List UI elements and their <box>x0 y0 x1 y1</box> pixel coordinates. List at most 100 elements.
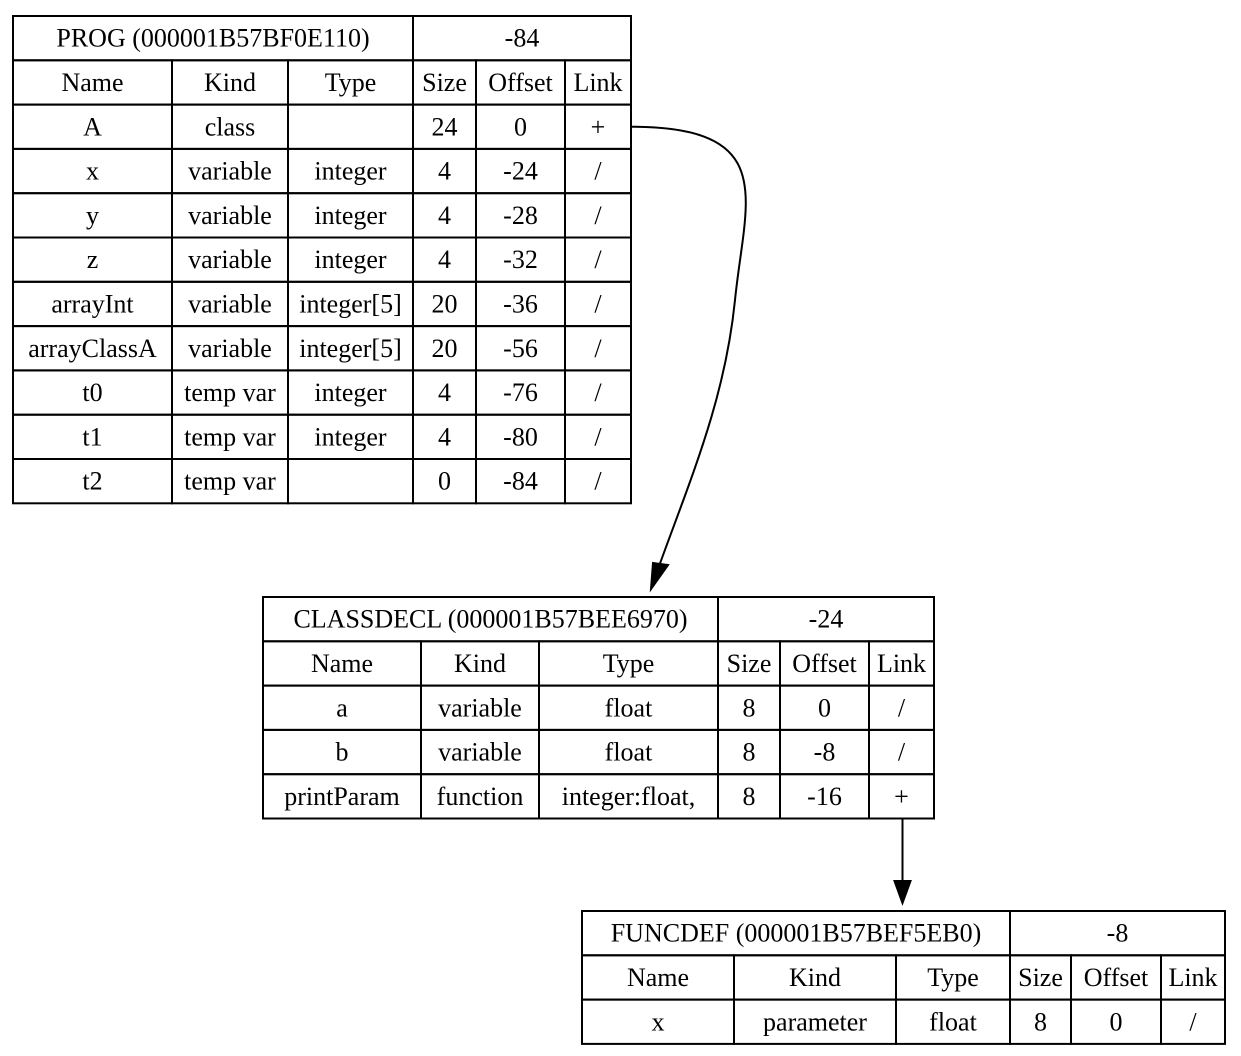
cell-size: 4 <box>438 378 451 407</box>
table-title: FUNCDEF (000001B57BEF5EB0) <box>611 919 982 948</box>
cell-name: x <box>652 1007 665 1036</box>
cell-type: integer <box>314 422 387 451</box>
table-title: PROG (000001B57BF0E110) <box>56 24 369 53</box>
cell-offset: -32 <box>503 245 538 274</box>
column-header: Name <box>61 68 123 97</box>
cell-offset: 0 <box>514 112 527 141</box>
cell-kind: variable <box>438 693 522 722</box>
cell-kind: parameter <box>763 1007 867 1036</box>
cell-type: integer:float, <box>562 782 696 811</box>
cell-offset: -28 <box>503 201 538 230</box>
cell-type: integer <box>314 378 387 407</box>
arrowhead <box>649 561 670 593</box>
cell-size: 8 <box>743 782 756 811</box>
cell-name: arrayInt <box>51 289 134 318</box>
cell-type: float <box>605 738 653 767</box>
link-arrow-classdecl-to-funcdef <box>893 818 912 906</box>
cell-offset: -76 <box>503 378 538 407</box>
cell-link: / <box>1189 1007 1197 1036</box>
link-edge <box>630 125 747 570</box>
cell-size: 20 <box>432 289 458 318</box>
column-header: Type <box>927 963 979 992</box>
cell-link: / <box>594 467 602 496</box>
cell-link: / <box>594 334 602 363</box>
table-cell <box>1160 998 1226 1045</box>
cell-type: integer <box>314 245 387 274</box>
cell-name: z <box>87 245 99 274</box>
column-header: Name <box>627 963 689 992</box>
column-header: Kind <box>204 68 256 97</box>
table-cell <box>287 458 414 505</box>
column-header: Link <box>573 68 622 97</box>
link-arrow-prog-to-classdecl <box>630 125 747 593</box>
cell-size: 20 <box>432 334 458 363</box>
cell-type: integer[5] <box>299 334 402 363</box>
cell-size: 24 <box>432 112 458 141</box>
cell-type: float <box>929 1007 977 1036</box>
cell-offset: -56 <box>503 334 538 363</box>
column-header: Size <box>1018 963 1063 992</box>
table-cell <box>287 103 414 150</box>
cell-link: + <box>591 112 606 141</box>
cell-kind: class <box>205 112 256 141</box>
cell-kind: variable <box>188 334 272 363</box>
cell-name: A <box>83 112 102 141</box>
cell-link: / <box>594 201 602 230</box>
column-header: Link <box>877 649 926 678</box>
cell-name: t0 <box>82 378 102 407</box>
cell-link: / <box>594 378 602 407</box>
cell-kind: variable <box>188 157 272 186</box>
cell-link: / <box>594 289 602 318</box>
cell-offset: -84 <box>503 467 538 496</box>
cell-offset: -80 <box>503 422 538 451</box>
cell-link: + <box>894 782 909 811</box>
cell-link: / <box>898 738 906 767</box>
column-header: Size <box>727 649 772 678</box>
cell-offset: -24 <box>503 157 538 186</box>
cell-size: 8 <box>1034 1007 1047 1036</box>
cell-name: t1 <box>82 422 102 451</box>
cell-size: 4 <box>438 157 451 186</box>
cell-kind: temp var <box>184 378 276 407</box>
cell-size: 4 <box>438 201 451 230</box>
cell-type: integer[5] <box>299 289 402 318</box>
column-header: Name <box>311 649 373 678</box>
cell-link: / <box>594 245 602 274</box>
cell-name: t2 <box>82 467 102 496</box>
cell-link: / <box>594 422 602 451</box>
cell-name: y <box>86 201 99 230</box>
table-title: CLASSDECL (000001B57BEE6970) <box>293 605 687 634</box>
cell-offset: -16 <box>807 782 842 811</box>
cell-name: a <box>336 693 348 722</box>
cell-name: printParam <box>284 782 400 811</box>
cell-offset: 0 <box>818 693 831 722</box>
cell-offset: 0 <box>1110 1007 1123 1036</box>
cell-offset: -36 <box>503 289 538 318</box>
cell-kind: variable <box>438 738 522 767</box>
cell-size: 0 <box>438 467 451 496</box>
column-header: Link <box>1168 963 1217 992</box>
cell-type: integer <box>314 157 387 186</box>
table-cell <box>564 458 632 505</box>
cell-kind: variable <box>188 201 272 230</box>
cell-kind: temp var <box>184 422 276 451</box>
column-header: Offset <box>792 649 857 678</box>
column-header: Offset <box>488 68 553 97</box>
cell-kind: temp var <box>184 467 276 496</box>
cell-offset: -8 <box>814 738 836 767</box>
cell-name: b <box>336 738 349 767</box>
cell-kind: function <box>437 782 524 811</box>
cell-size: 8 <box>743 738 756 767</box>
cell-kind: variable <box>188 289 272 318</box>
column-header: Type <box>325 68 377 97</box>
table-total-offset: -8 <box>1107 919 1129 948</box>
table-total-offset: -24 <box>809 605 844 634</box>
cell-size: 4 <box>438 422 451 451</box>
cell-kind: variable <box>188 245 272 274</box>
cell-size: 4 <box>438 245 451 274</box>
table-total-offset: -84 <box>505 24 540 53</box>
